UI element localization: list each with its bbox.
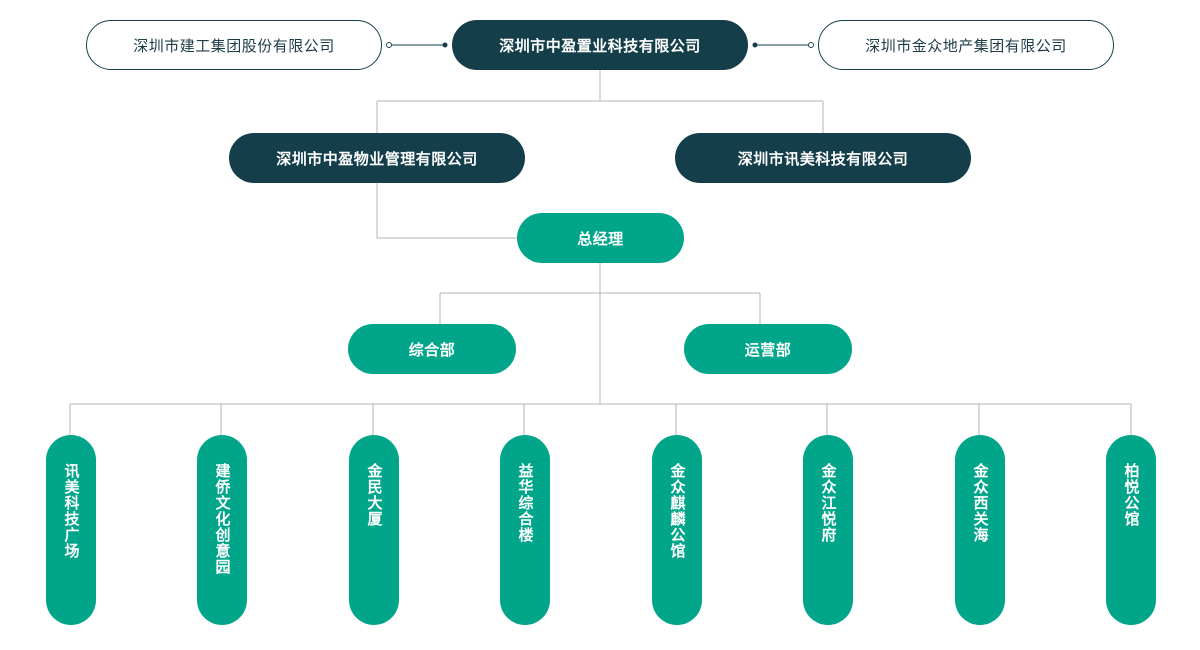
project-label: 金众江悦府 <box>819 463 838 543</box>
project-node: 金众麒麟公馆 <box>652 435 702 625</box>
partner-right-dot-open <box>808 42 814 48</box>
project-node: 金民大厦 <box>349 435 399 625</box>
partner-left-dot-open <box>386 42 392 48</box>
project-label: 柏悦公馆 <box>1122 463 1141 527</box>
project-label: 金民大厦 <box>365 463 384 527</box>
project-label: 金众西关海 <box>971 463 990 543</box>
partner-right-dot-filled <box>752 42 758 48</box>
subsidiary-property-node: 深圳市中盈物业管理有限公司 <box>229 133 525 183</box>
partner-left-node: 深圳市建工集团股份有限公司 <box>86 20 382 70</box>
partner-left-label: 深圳市建工集团股份有限公司 <box>133 36 335 55</box>
project-node: 建侨文化创意园 <box>197 435 247 625</box>
root-company-label: 深圳市中盈置业科技有限公司 <box>499 36 701 55</box>
partner-left-dot-filled <box>442 42 448 48</box>
department-operations-label: 运营部 <box>744 340 792 359</box>
department-operations-node: 运营部 <box>684 324 852 374</box>
project-node: 益华综合楼 <box>500 435 550 625</box>
department-general-affairs-label: 综合部 <box>408 340 456 359</box>
partner-right-node: 深圳市金众地产集团有限公司 <box>818 20 1114 70</box>
project-label: 益华综合楼 <box>516 463 535 543</box>
project-node: 讯美科技广场 <box>46 435 96 625</box>
subsidiary-xunmei-label: 深圳市讯美科技有限公司 <box>737 149 909 168</box>
project-node: 金众西关海 <box>955 435 1005 625</box>
department-general-affairs-node: 综合部 <box>348 324 516 374</box>
subsidiary-property-label: 深圳市中盈物业管理有限公司 <box>276 149 478 168</box>
project-node: 柏悦公馆 <box>1106 435 1156 625</box>
project-label: 建侨文化创意园 <box>213 463 232 575</box>
subsidiary-xunmei-node: 深圳市讯美科技有限公司 <box>675 133 971 183</box>
project-node: 金众江悦府 <box>803 435 853 625</box>
project-label: 讯美科技广场 <box>62 463 81 559</box>
project-label: 金众麒麟公馆 <box>668 463 687 559</box>
root-company-node: 深圳市中盈置业科技有限公司 <box>452 20 748 70</box>
general-manager-label: 总经理 <box>577 229 624 248</box>
general-manager-node: 总经理 <box>517 213 684 263</box>
partner-right-label: 深圳市金众地产集团有限公司 <box>865 36 1067 55</box>
